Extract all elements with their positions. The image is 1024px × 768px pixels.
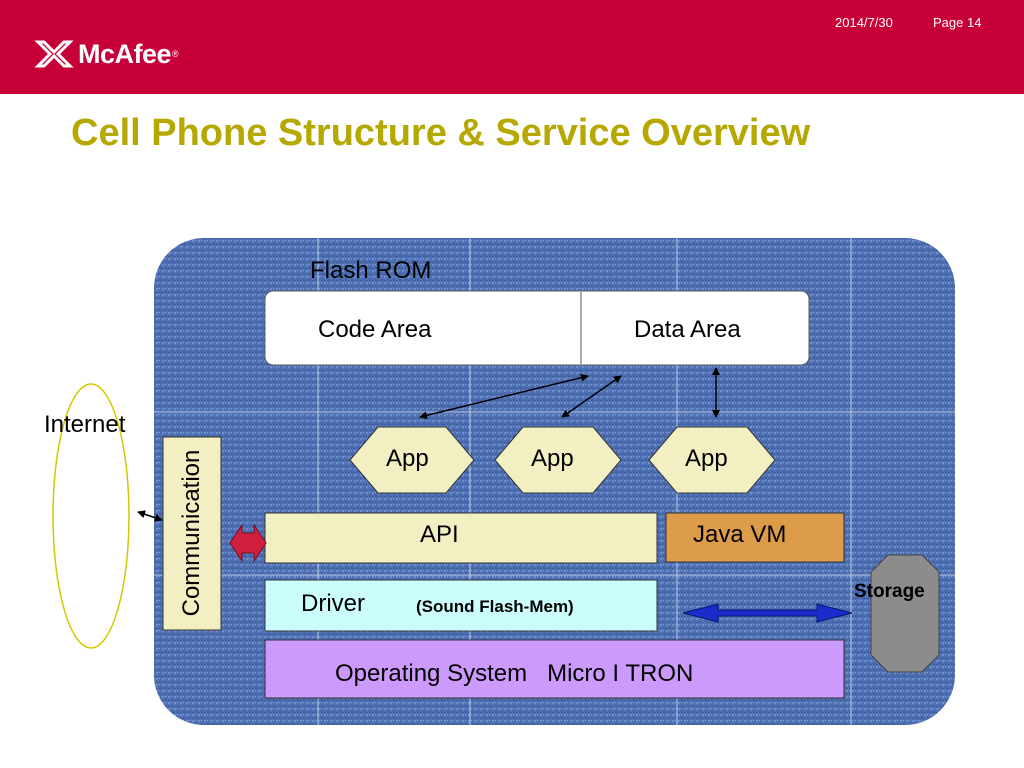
os-label: Operating System Micro I TRON	[335, 660, 694, 687]
api-box	[264, 512, 658, 564]
storage-label: Storage	[854, 581, 925, 602]
app-shape-1	[349, 426, 475, 494]
slide-title: Cell Phone Structure & Service Overview	[71, 112, 811, 154]
arrow-data-app2	[561, 375, 622, 418]
data-area-label: Data Area	[634, 316, 741, 343]
app-label-3: App	[685, 445, 728, 472]
communication-label: Communication	[178, 449, 205, 617]
page-number: Page 14	[933, 15, 982, 30]
flash-rom-box	[264, 290, 810, 366]
app-shape-3	[648, 426, 776, 494]
header-bar: McAfee ® 2014/7/30 Page 14	[0, 0, 1024, 94]
arrow-internet-communication	[137, 510, 163, 522]
flash-rom-label: Flash ROM	[310, 257, 432, 284]
api-label: API	[420, 521, 459, 548]
app-label-1: App	[386, 445, 429, 472]
slide-date: 2014/7/30	[835, 15, 893, 30]
storage-shape	[870, 554, 940, 673]
mcafee-shield-icon	[34, 40, 74, 68]
app-shape-2	[494, 426, 622, 494]
arrow-communication-api	[229, 523, 267, 563]
java-vm-box	[665, 512, 845, 563]
internet-ellipse	[52, 383, 130, 649]
arrow-data-app1	[419, 373, 589, 420]
arrow-driver-storage	[682, 603, 853, 623]
driver-box	[264, 579, 658, 632]
os-box	[264, 639, 845, 699]
brand-name: McAfee	[78, 38, 172, 69]
code-area-label: Code Area	[318, 316, 432, 343]
mcafee-logo: McAfee ®	[34, 34, 179, 74]
app-label-2: App	[531, 445, 574, 472]
java-vm-label: Java VM	[693, 521, 787, 548]
internet-label: Internet	[44, 411, 126, 438]
driver-detail-label: (Sound Flash-Mem)	[416, 597, 574, 616]
registered-mark: ®	[172, 49, 179, 59]
communication-box	[162, 436, 222, 631]
driver-label: Driver	[301, 590, 365, 617]
